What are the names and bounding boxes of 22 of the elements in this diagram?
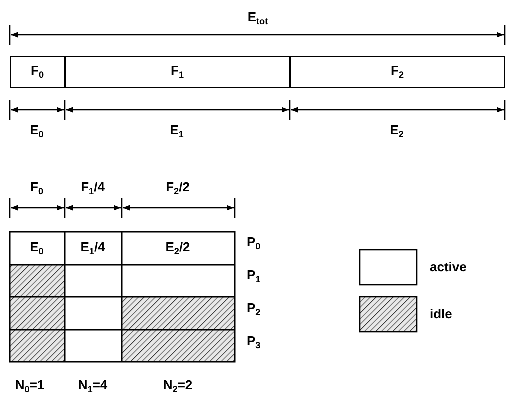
cell-label: E$_{0}$ xyxy=(30,239,44,257)
column-label: N$_{2}$=2 xyxy=(163,377,193,395)
dimension-label: F$_{1}$/4 xyxy=(81,179,105,197)
row-label: P$_{3}$ xyxy=(247,333,261,351)
dimension-label: E$_{tot}$ xyxy=(248,9,268,27)
dimension-label: E$_{2}$ xyxy=(390,122,404,140)
column-label: N$_{0}$=1 xyxy=(15,377,45,395)
legend-label: idle xyxy=(430,306,452,322)
dimension-label: F$_{2}$/2 xyxy=(166,179,190,197)
bar-segment: F$_{1}$ xyxy=(65,56,290,88)
row-label: P$_{1}$ xyxy=(247,267,261,285)
dimension-label: F$_{0}$ xyxy=(30,179,44,197)
cell-label: E$_{2}$/2 xyxy=(166,239,190,257)
column-label: N$_{1}$=4 xyxy=(78,377,108,395)
row-label: P$_{0}$ xyxy=(247,234,261,252)
row-label: P$_{2}$ xyxy=(247,300,261,318)
legend-label: active xyxy=(430,260,467,274)
bar-segment: F$_{2}$ xyxy=(290,56,505,88)
bar-segment: F$_{0}$ xyxy=(10,56,65,88)
cell-label: E$_{1}$/4 xyxy=(80,239,106,257)
dimension-label: E$_{0}$ xyxy=(30,122,44,140)
dimension-label: E$_{1}$ xyxy=(170,122,184,140)
